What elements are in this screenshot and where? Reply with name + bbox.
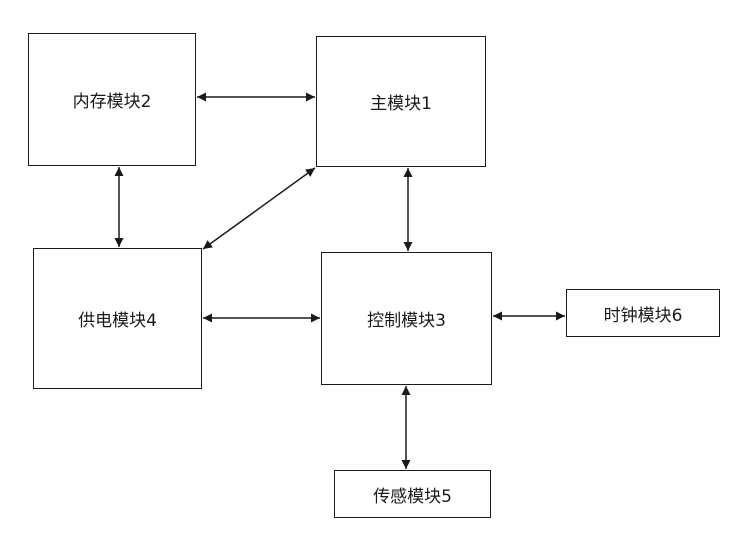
power-module-box: 供电模块4 xyxy=(33,248,202,389)
arrow-main-power xyxy=(202,167,316,250)
control-module-label: 控制模块3 xyxy=(367,311,446,331)
control-module-box: 控制模块3 xyxy=(321,252,492,385)
sensor-module-label: 传感模块5 xyxy=(373,486,452,507)
sensor-module-box: 传感模块5 xyxy=(334,470,491,518)
power-module-label: 供电模块4 xyxy=(78,311,157,331)
clock-module-label: 时钟模块6 xyxy=(603,305,683,326)
clock-module-box: 时钟模块6 xyxy=(566,289,720,337)
memory-module-box: 内存模块2 xyxy=(28,33,196,166)
main-module-box: 主模块1 xyxy=(316,36,486,167)
main-module-label: 主模块1 xyxy=(370,94,432,114)
memory-module-label: 内存模块2 xyxy=(72,92,152,112)
